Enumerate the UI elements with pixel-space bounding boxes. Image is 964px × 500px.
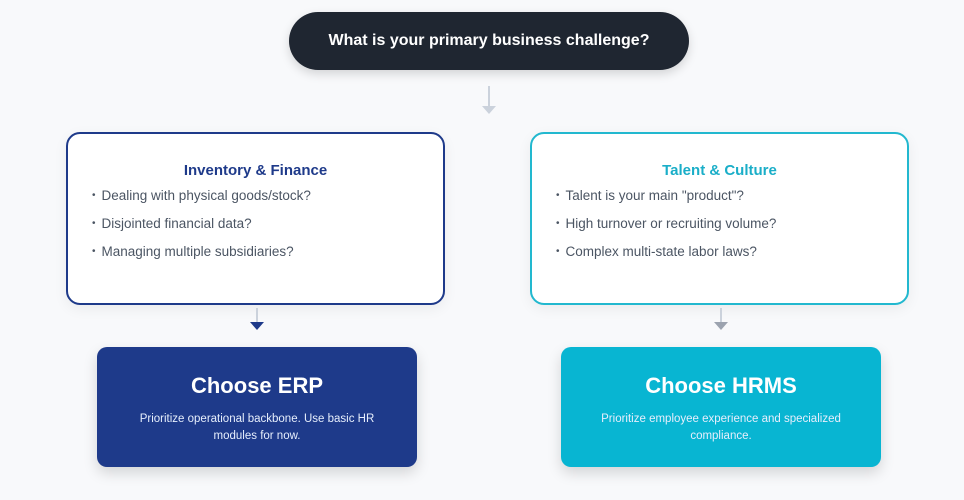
result-erp: Choose ERP Prioritize operational backbo… [97, 347, 417, 467]
branch-item: Talent is your main "product"? [556, 187, 907, 215]
result-title: Choose HRMS [645, 373, 797, 398]
arrow-down-icon [714, 308, 728, 330]
arrow-down-icon [250, 308, 264, 330]
question-node: What is your primary business challenge? [289, 12, 689, 70]
branch-inventory-finance: Inventory & Finance Dealing with physica… [66, 132, 445, 305]
branch-item: Disjointed financial data? [92, 215, 443, 243]
result-description: Prioritize operational backbone. Use bas… [139, 413, 375, 442]
branch-item: Dealing with physical goods/stock? [92, 187, 443, 215]
result-description: Prioritize employee experience and speci… [601, 413, 841, 442]
branch-title: Inventory & Finance [183, 162, 328, 179]
result-hrms: Choose HRMS Prioritize employee experien… [561, 347, 881, 467]
question-text: What is your primary business challenge? [328, 32, 650, 49]
branch-talent-culture: Talent & Culture Talent is your main "pr… [530, 132, 909, 305]
branch-title: Talent & Culture [662, 162, 777, 179]
result-title: Choose ERP [190, 373, 324, 398]
branch-item: High turnover or recruiting volume? [556, 215, 907, 243]
branch-item: Complex multi-state labor laws? [556, 243, 907, 271]
arrow-down-icon [482, 86, 496, 114]
branch-item: Managing multiple subsidiaries? [92, 243, 443, 271]
